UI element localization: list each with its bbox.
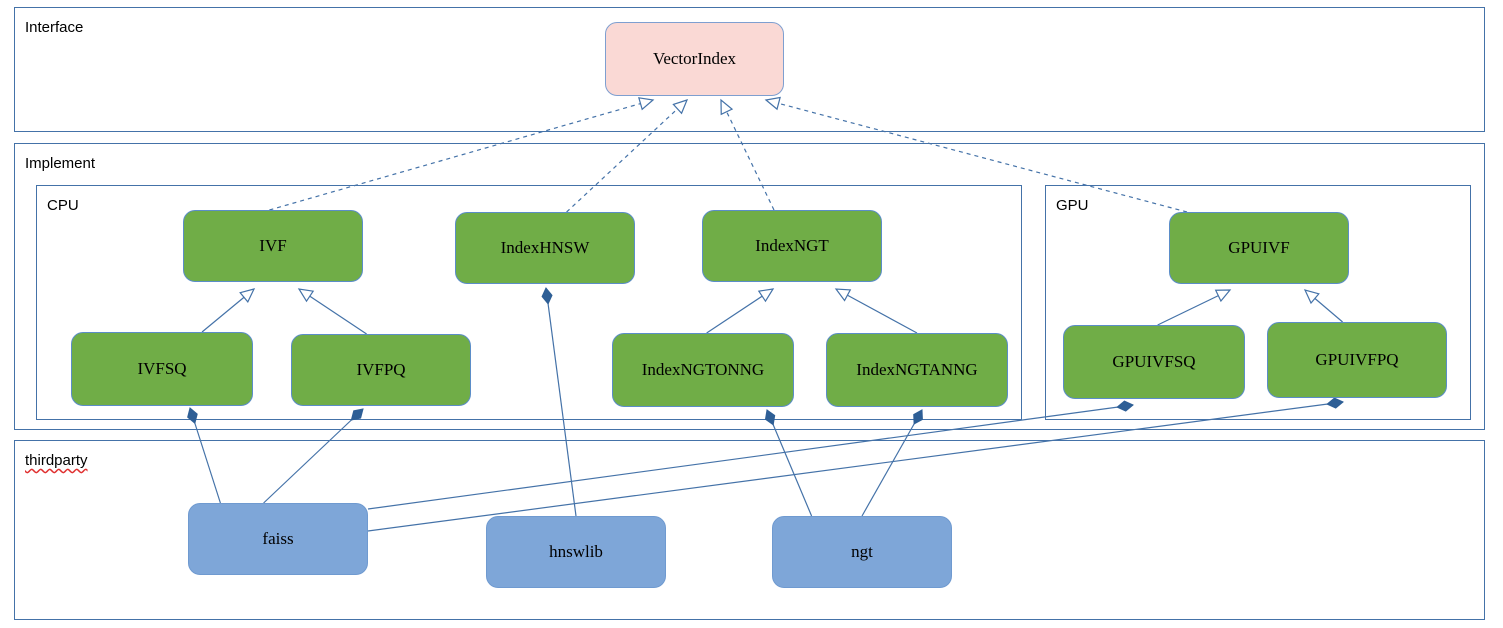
- node-indexhnsw[interactable]: IndexHNSW: [455, 212, 635, 284]
- node-ngt[interactable]: ngt: [772, 516, 952, 588]
- node-indexngtanng[interactable]: IndexNGTANNG: [826, 333, 1008, 407]
- node-faiss[interactable]: faiss: [188, 503, 368, 575]
- node-ivfsq[interactable]: IVFSQ: [71, 332, 253, 406]
- node-ivf[interactable]: IVF: [183, 210, 363, 282]
- node-indexngtonng[interactable]: IndexNGTONNG: [612, 333, 794, 407]
- group-label-cpu: CPU: [47, 197, 79, 214]
- group-label-interface: Interface: [25, 19, 84, 36]
- group-label-gpu: GPU: [1056, 197, 1089, 214]
- node-ivfpq[interactable]: IVFPQ: [291, 334, 471, 406]
- node-vectorindex[interactable]: VectorIndex: [605, 22, 784, 96]
- node-gpuivfpq[interactable]: GPUIVFPQ: [1267, 322, 1447, 398]
- node-hnswlib[interactable]: hnswlib: [486, 516, 666, 588]
- node-gpuivfsq[interactable]: GPUIVFSQ: [1063, 325, 1245, 399]
- group-label-thirdparty: thirdparty: [25, 452, 88, 469]
- group-label-implement: Implement: [25, 155, 96, 172]
- node-gpuivf[interactable]: GPUIVF: [1169, 212, 1349, 284]
- node-indexngt[interactable]: IndexNGT: [702, 210, 882, 282]
